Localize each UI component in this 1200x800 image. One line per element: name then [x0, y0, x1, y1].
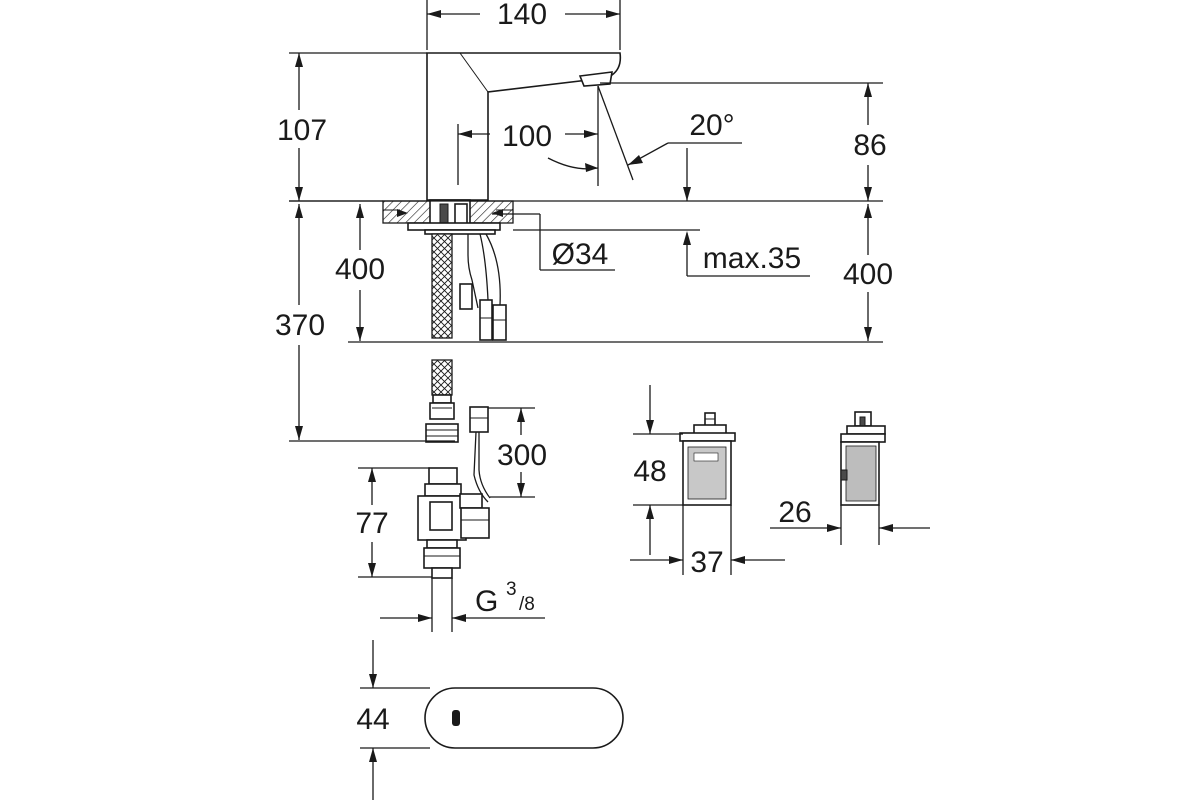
dim-77: 77 [355, 467, 432, 578]
dim-100: 100 [457, 120, 598, 185]
hose-nut [425, 423, 459, 443]
solenoid-valve [417, 406, 491, 632]
dim-label-thread-num: 3 [506, 579, 517, 600]
brand-logo [693, 452, 719, 462]
dim-107: 107 [277, 52, 427, 202]
dim-label-86: 86 [853, 129, 886, 162]
dim-26: 26 [770, 496, 930, 532]
braided-hose-upper [431, 233, 453, 339]
dim-label-400-left: 400 [335, 253, 385, 286]
dim-diameter-34: Ø34 [492, 213, 615, 271]
dim-label-max-35: max.35 [703, 242, 801, 275]
dim-label-thread-den: /8 [519, 594, 535, 615]
top-view-outline [424, 687, 624, 749]
dim-37: 37 [630, 505, 785, 579]
dim-label-26: 26 [778, 496, 811, 529]
dim-label-300: 300 [497, 439, 547, 472]
dim-label-20deg: 20° [689, 109, 734, 142]
dim-400-left: 400 [335, 204, 385, 341]
dim-label-77: 77 [355, 507, 388, 540]
dim-44: 44 [356, 640, 430, 800]
dim-label-107: 107 [277, 114, 327, 147]
dim-370: 370 [275, 204, 455, 442]
dim-label-37: 37 [690, 546, 723, 579]
dim-label-g: G [475, 585, 498, 618]
dim-thread-g38: G 3 /8 [380, 579, 545, 622]
valve-nut [423, 547, 461, 569]
braided-hose-lower [431, 359, 453, 396]
mounting-plate [407, 222, 501, 231]
dim-label-370: 370 [275, 309, 325, 342]
faucet-top-view [424, 687, 624, 749]
dim-label-48: 48 [633, 455, 666, 488]
dim-spray-angle: 20° [547, 85, 742, 186]
control-box-side [840, 411, 886, 545]
dim-label-44: 44 [356, 703, 389, 736]
dim-label-100: 100 [502, 120, 552, 153]
dim-48: 48 [633, 385, 683, 555]
valve-cable-connector [469, 406, 489, 433]
dim-400-right: 400 [843, 204, 893, 341]
dim-label-diameter-34: Ø34 [552, 238, 609, 271]
dim-label-140: 140 [497, 0, 547, 31]
dim-140: 140 [426, 0, 621, 50]
control-box-front [679, 412, 736, 506]
dim-label-400-right: 400 [843, 258, 893, 291]
dim-max-35: max.35 [513, 229, 810, 277]
faucet-body [426, 52, 622, 201]
dim-86: 86 [600, 82, 887, 201]
sensor-window [452, 710, 460, 726]
cable-connector [459, 283, 473, 310]
dim-300: 300 [488, 407, 547, 498]
faucet-side-view [382, 52, 622, 443]
cable [467, 234, 479, 309]
